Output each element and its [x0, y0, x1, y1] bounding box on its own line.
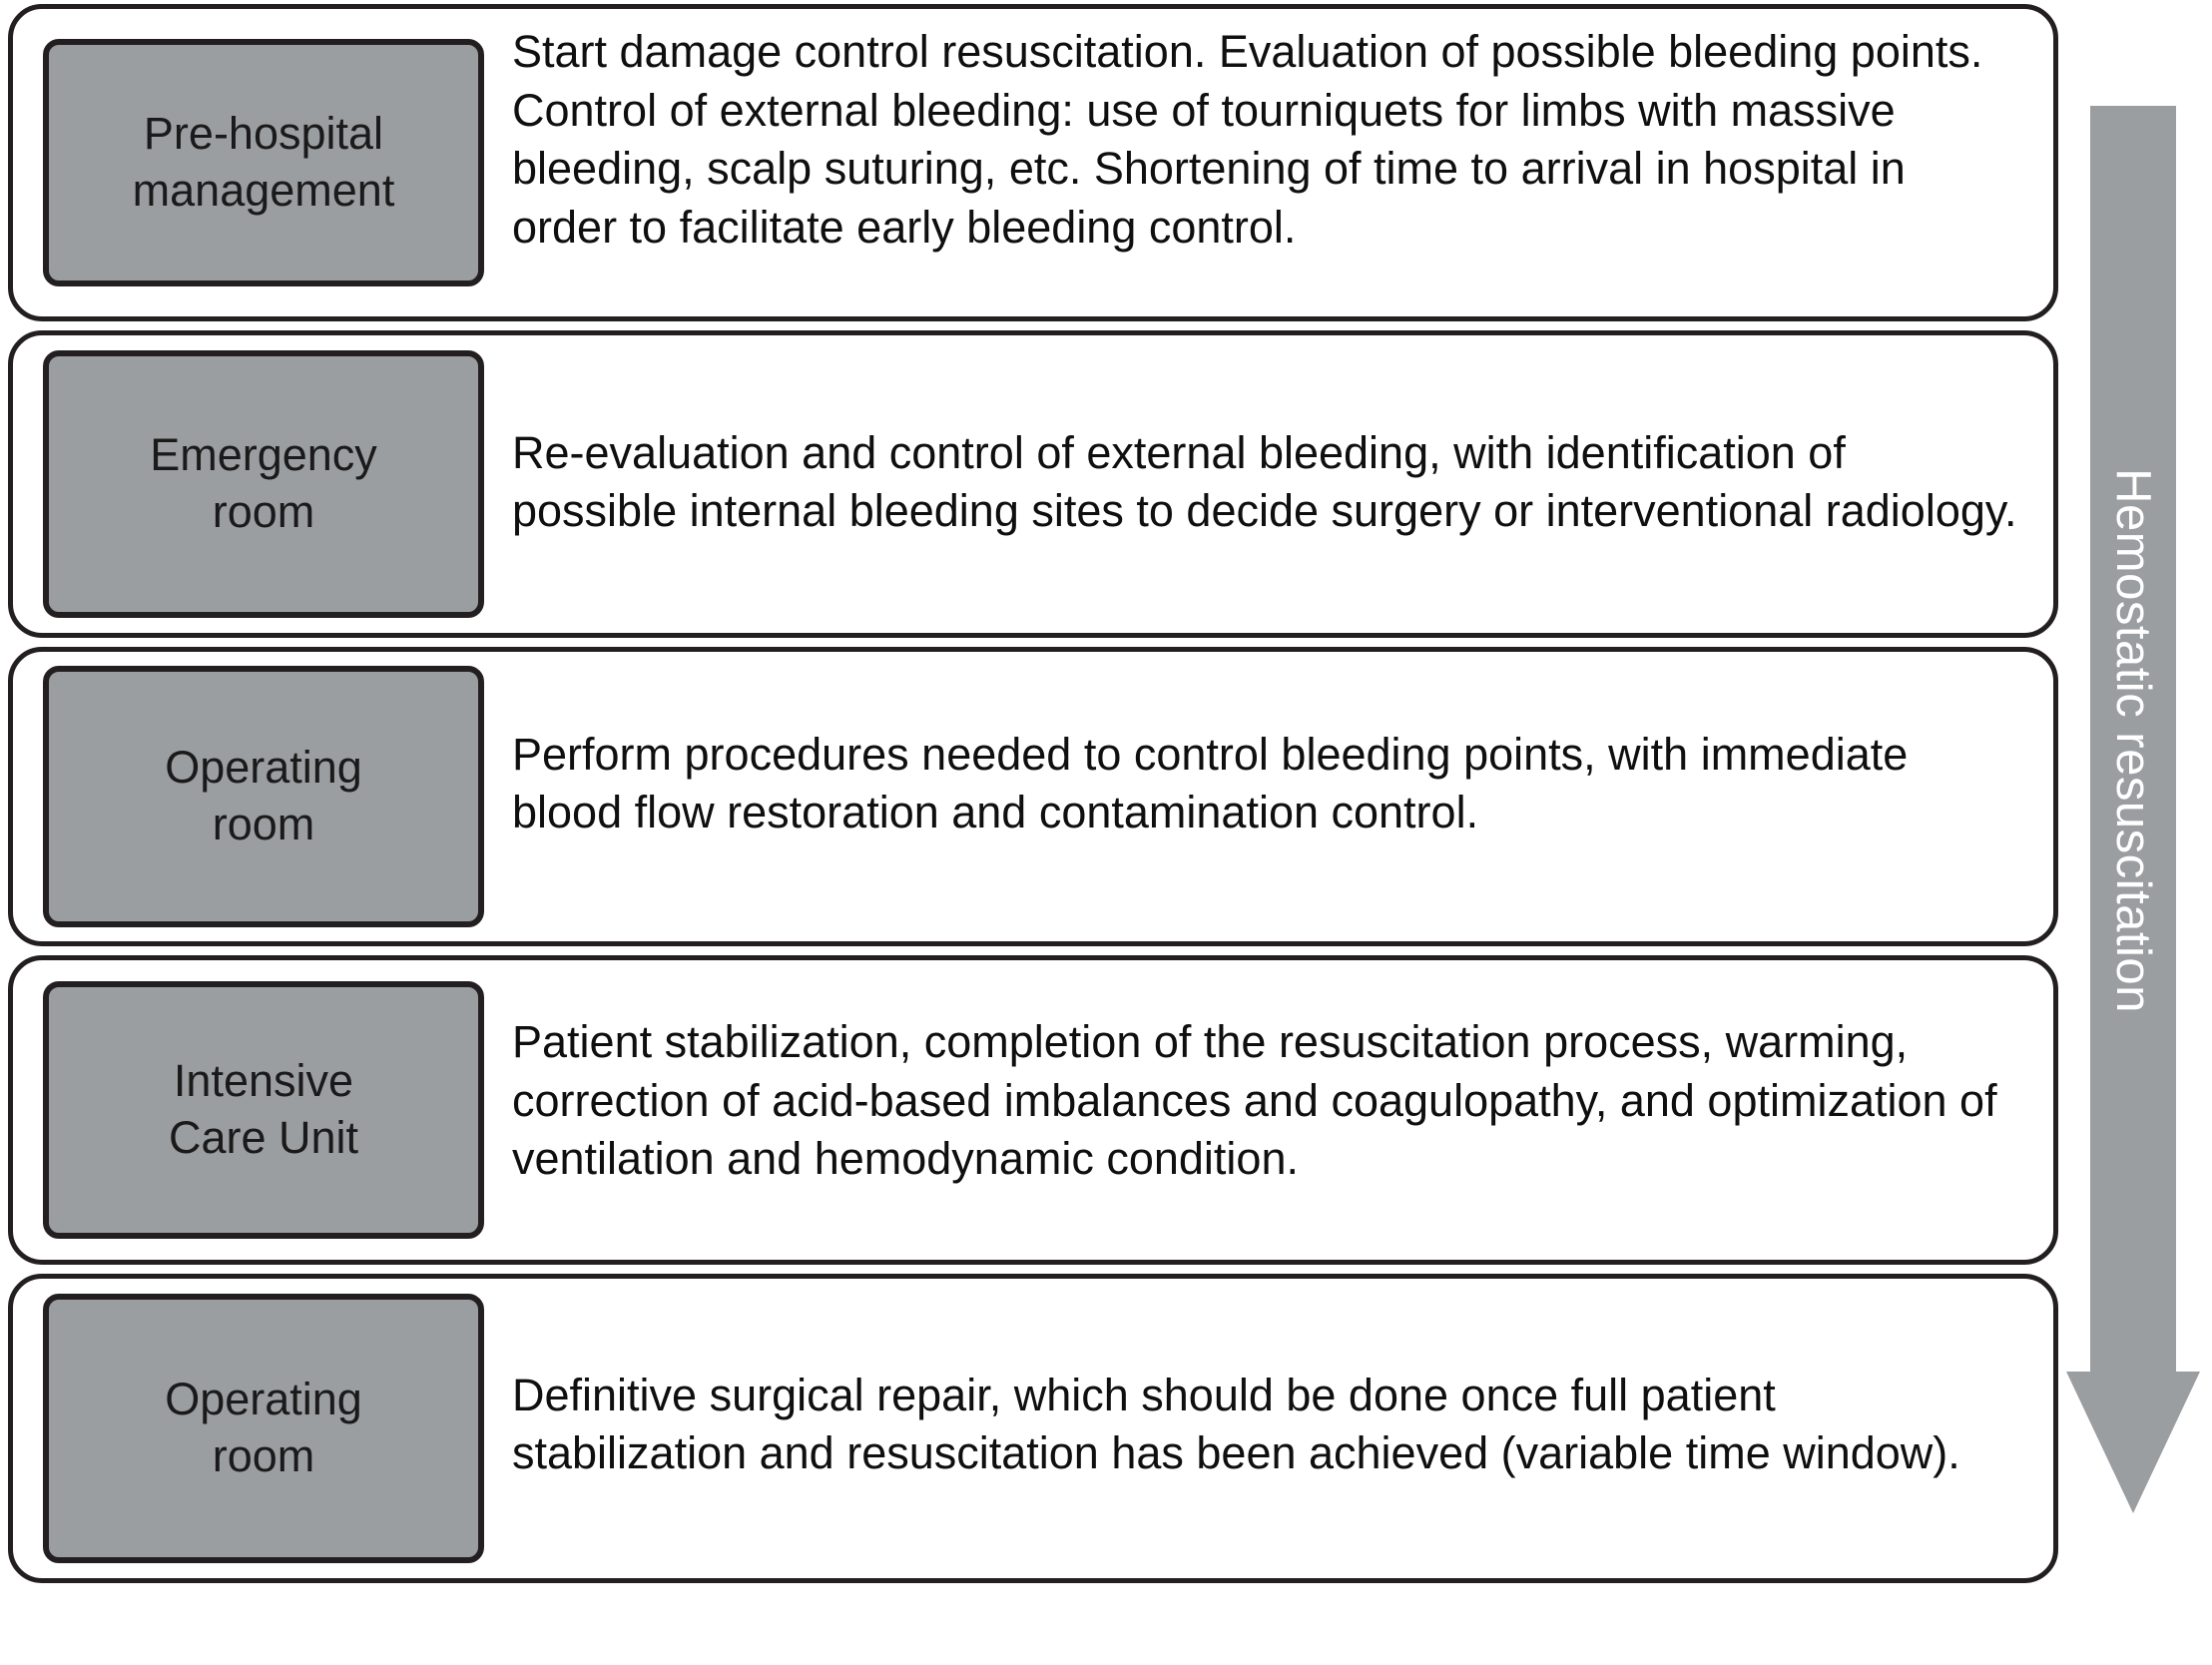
arrow-head — [2066, 1372, 2200, 1513]
stage-row-intensive-care-unit: Intensive Care Unit Patient stabilizatio… — [8, 955, 2058, 1265]
arrow-shaft — [2090, 106, 2176, 1376]
stage-description-operating-room-initial: Perform procedures needed to control ble… — [484, 726, 2053, 842]
stage-description-text: Perform procedures needed to control ble… — [512, 728, 1909, 838]
stage-label-line1: Emergency — [150, 429, 377, 481]
stage-label-box-emergency-room: Emergency room — [43, 350, 484, 618]
stage-label-line1: Operating — [165, 1374, 362, 1425]
stage-label-box-operating-room-initial: Operating room — [43, 666, 484, 927]
stage-description-text: Definitive surgical repair, which should… — [512, 1369, 1960, 1479]
hemostatic-resuscitation-arrow-column: Hemostatic resuscitation — [2066, 0, 2212, 1665]
stage-description-text: Start damage control resuscitation. Eval… — [512, 26, 1983, 253]
stage-rows-container: Pre-hospital management Start damage con… — [8, 4, 2058, 1583]
down-arrow-icon: Hemostatic resuscitation — [2066, 106, 2212, 1513]
stage-label-box-intensive-care-unit: Intensive Care Unit — [43, 981, 484, 1239]
stage-label-line2: room — [212, 486, 315, 537]
stage-label-line1: Intensive — [173, 1055, 354, 1107]
stage-label-line2: management — [132, 165, 395, 216]
stage-row-operating-room-initial: Operating room Perform procedures needed… — [8, 647, 2058, 946]
stage-description-intensive-care-unit: Patient stabilization, completion of the… — [484, 1013, 2053, 1189]
stage-label-line1: Operating — [165, 742, 362, 794]
stage-label-line2: room — [212, 1430, 315, 1481]
stage-label-line2: room — [212, 799, 315, 849]
stage-description-emergency-room: Re-evaluation and control of external bl… — [484, 424, 2053, 541]
stage-row-operating-room-definitive: Operating room Definitive surgical repai… — [8, 1274, 2058, 1583]
stage-row-emergency-room: Emergency room Re-evaluation and control… — [8, 330, 2058, 638]
stage-label-line2: Care Unit — [168, 1112, 359, 1163]
stage-description-text: Patient stabilization, completion of the… — [512, 1016, 1997, 1185]
stage-description-operating-room-definitive: Definitive surgical repair, which should… — [484, 1367, 2053, 1483]
stage-label-box-pre-hospital-management: Pre-hospital management — [43, 39, 484, 286]
stage-description-pre-hospital-management: Start damage control resuscitation. Eval… — [484, 9, 2053, 257]
stage-label-line1: Pre-hospital — [143, 108, 384, 160]
stage-description-text: Re-evaluation and control of external bl… — [512, 426, 2017, 537]
stage-row-pre-hospital-management: Pre-hospital management Start damage con… — [8, 4, 2058, 321]
stage-label-box-operating-room-definitive: Operating room — [43, 1294, 484, 1563]
